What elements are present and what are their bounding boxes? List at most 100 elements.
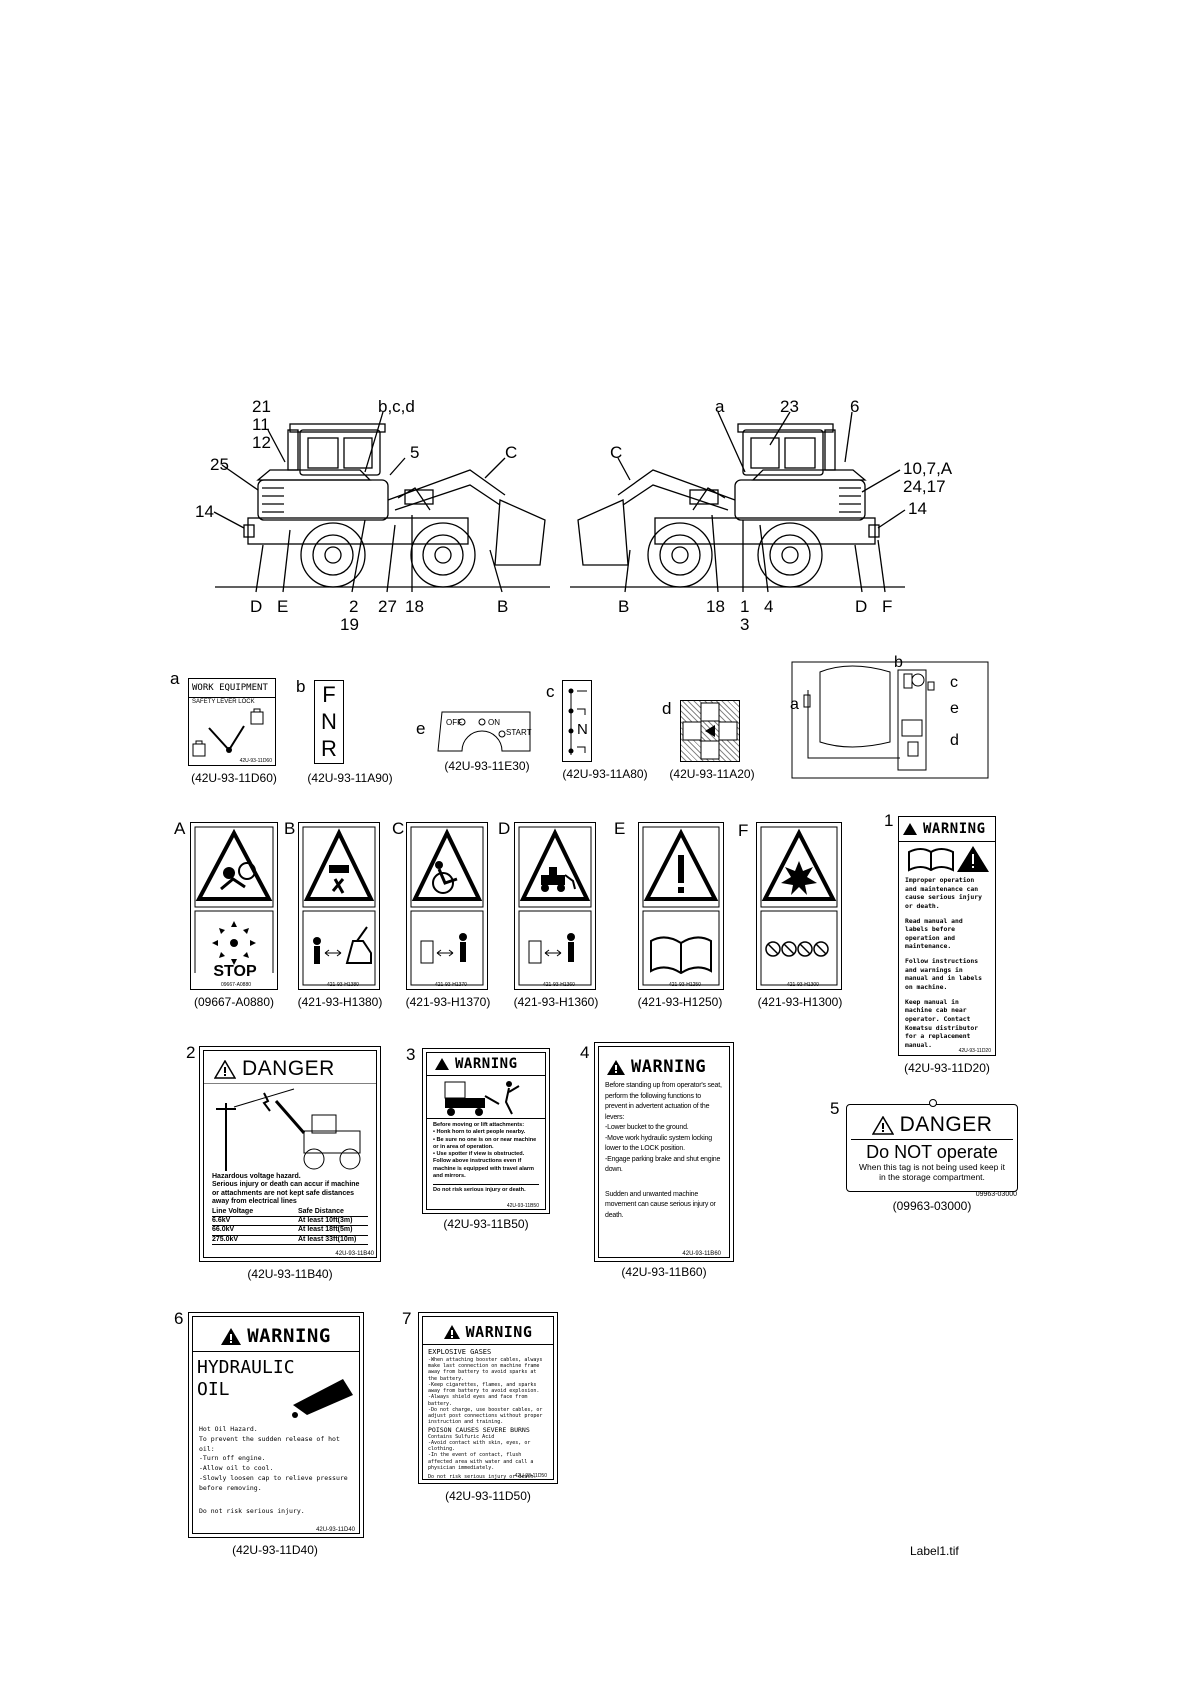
decal-7-t5: -Do not charge, use booster cables, or a… bbox=[428, 1406, 543, 1426]
decal-2-t2: Serious injury or death can accur if mac… bbox=[212, 1181, 360, 1206]
decal-F-part: 421-93-H1300 bbox=[787, 982, 819, 988]
decal-e-on: ON bbox=[488, 718, 500, 727]
decal-7-t2: -When attaching booster cables, always m… bbox=[428, 1356, 543, 1382]
callout-E: E bbox=[277, 597, 289, 616]
decal-3-t1: Before moving or lift attachments: bbox=[433, 1122, 525, 1128]
decal-7-t6: POISON CAUSES SEVERE BURNS bbox=[428, 1425, 530, 1434]
danger-triangle-icon bbox=[871, 1115, 894, 1135]
decal-4-part: 42U-93-11B60 bbox=[682, 1251, 721, 1257]
decal-2-r1v: 6.6kV bbox=[212, 1216, 231, 1224]
callout-D-right: D bbox=[855, 597, 868, 616]
decal-B-letter: B bbox=[284, 819, 296, 838]
decal-6-caption: (42U-93-11D40) bbox=[232, 1543, 318, 1557]
decal-2-r1d: At least 10ft(3m) bbox=[298, 1216, 353, 1224]
decal-7-part: 42U-93-11D50 bbox=[514, 1473, 547, 1479]
decal-7-number: 7 bbox=[402, 1309, 412, 1328]
callout-14-right: 14 bbox=[908, 499, 927, 518]
cab-label-e: e bbox=[950, 700, 959, 717]
decal-e-caption: (42U-93-11E30) bbox=[444, 759, 530, 773]
callout-18-left: 18 bbox=[405, 597, 424, 616]
decal-D-pictogram: 421-93-H1360 bbox=[514, 822, 596, 990]
decal-C-caption: (421-93-H1370) bbox=[405, 995, 491, 1009]
decal-4-number: 4 bbox=[580, 1043, 590, 1062]
decal-6-t1: Hot Oil Hazard. bbox=[199, 1425, 258, 1433]
decal-6-t3: -Turn off engine. bbox=[199, 1454, 266, 1463]
decal-2-h-line: Line Voltage bbox=[212, 1207, 254, 1215]
callout-21: 21 bbox=[252, 397, 271, 416]
decal-b-r: R bbox=[321, 736, 337, 762]
decal-3-warning-moving: WARNING Before moving or lift attachment… bbox=[422, 1048, 550, 1214]
callout-6: 6 bbox=[850, 397, 860, 416]
decal-2-h-dist: Safe Distance bbox=[298, 1207, 344, 1215]
decal-7-caption: (42U-93-11D50) bbox=[445, 1489, 531, 1503]
decal-B-part: 421-93-H1380 bbox=[327, 982, 359, 988]
decal-c-n: N bbox=[577, 721, 588, 738]
decal-a-sub: SAFETY LEVER LOCK bbox=[192, 699, 255, 705]
decal-B-caption: (421-93-H1380) bbox=[297, 995, 383, 1009]
decal-D-caption: (421-93-H1360) bbox=[513, 995, 599, 1009]
decal-2-header: DANGER bbox=[204, 1051, 376, 1083]
decal-1-header: WARNING bbox=[899, 817, 995, 842]
decal-7-header: WARNING bbox=[423, 1317, 553, 1345]
decal-3-t4: • Use spotter if view is obstructed. bbox=[433, 1151, 525, 1158]
callout-C-right: C bbox=[610, 443, 623, 462]
decal-4-t2: -Lower bucket to the ground. bbox=[605, 1124, 689, 1131]
decal-c-caption: (42U-93-11A80) bbox=[562, 767, 648, 781]
decal-4-header: WARNING bbox=[599, 1047, 729, 1081]
callout-24-17: 24,17 bbox=[903, 477, 946, 496]
decal-A-letter: A bbox=[174, 819, 186, 838]
decal-1-part: 42U-93-11D20 bbox=[958, 1048, 991, 1054]
decal-A-part: 09667-A0880 bbox=[221, 982, 252, 988]
decal-6-header-text: WARNING bbox=[247, 1325, 331, 1347]
decal-c-letter: c bbox=[546, 682, 555, 701]
decal-2-t1: Hazardous voltage hazard. bbox=[212, 1173, 301, 1180]
decal-4-t5: Sudden and unwanted machine movement can… bbox=[605, 1190, 716, 1219]
image-filename: Label1.tif bbox=[910, 1544, 959, 1558]
callout-1: 1 bbox=[740, 597, 750, 616]
decal-A-caption: (09667-A0880) bbox=[193, 995, 275, 1009]
decal-F-caption: (421-93-H1300) bbox=[757, 995, 843, 1009]
callout-25: 25 bbox=[210, 455, 229, 474]
decal-7-t3: -Keep cigarettes, flames, and sparks awa… bbox=[428, 1381, 540, 1394]
callout-bcd: b,c,d bbox=[378, 397, 415, 416]
decal-C-part: 421-93-H1370 bbox=[435, 982, 467, 988]
decal-b-n: N bbox=[321, 708, 337, 734]
cab-location-diagram: a b c e d bbox=[790, 654, 990, 780]
decal-7-t8: -Avoid contact with skin, eyes, or cloth… bbox=[428, 1439, 531, 1453]
decal-6-hydraulic-oil: WARNING HYDRAULIC OIL Hot Oil Hazard. To… bbox=[188, 1312, 364, 1538]
decal-1-header-text: WARNING bbox=[923, 821, 986, 837]
warning-triangle-icon bbox=[443, 1325, 460, 1339]
decal-5-header-text: DANGER bbox=[899, 1113, 993, 1136]
decal-6-t4: -Allow oil to cool. bbox=[199, 1464, 274, 1472]
decal-b-f: F bbox=[322, 681, 336, 707]
loader-left-view bbox=[243, 423, 546, 588]
decal-1-p3: Follow instructions and warnings in manu… bbox=[905, 957, 982, 992]
decal-3-header: WARNING bbox=[427, 1053, 545, 1075]
decal-7-header-text: WARNING bbox=[465, 1323, 533, 1341]
callout-23: 23 bbox=[780, 397, 799, 416]
callout-19: 19 bbox=[340, 615, 359, 634]
decal-6-t5: -Slowly loosen cap to relieve pressure b… bbox=[199, 1473, 348, 1492]
decal-d-caption: (42U-93-11A20) bbox=[669, 767, 755, 781]
decal-7-t9: -In the event of contact, flush affected… bbox=[428, 1452, 534, 1471]
callout-14-left: 14 bbox=[195, 502, 214, 521]
decal-e-off: OFF bbox=[446, 718, 462, 727]
cab-label-a: a bbox=[790, 696, 799, 713]
callout-B-right: B bbox=[618, 597, 630, 616]
decal-a-caption: (42U-93-11D60) bbox=[191, 771, 277, 785]
manual-warning-icon bbox=[908, 846, 989, 872]
callout-3: 3 bbox=[740, 615, 750, 634]
decal-a-part: 42U-93-11D60 bbox=[239, 758, 272, 764]
decal-2-caption: (42U-93-11B40) bbox=[247, 1267, 333, 1281]
warning-triangle-icon bbox=[607, 1059, 625, 1075]
decal-C-letter: C bbox=[392, 819, 405, 838]
decal-6-part: 42U-93-11D40 bbox=[316, 1527, 355, 1533]
decal-5-header: DANGER bbox=[847, 1105, 1017, 1139]
decal-6-t2: To prevent the sudden release of hot oil… bbox=[199, 1434, 340, 1453]
decal-5-big: Do NOT operate bbox=[851, 1139, 1013, 1163]
decal-5-number: 5 bbox=[830, 1099, 840, 1118]
decal-7-t7: Contains Sulfuric Acid bbox=[428, 1433, 495, 1440]
decal-3-number: 3 bbox=[406, 1045, 416, 1064]
decal-6-number: 6 bbox=[174, 1309, 184, 1328]
decal-7-t4: -Always shield eyes and face from batter… bbox=[428, 1394, 528, 1407]
